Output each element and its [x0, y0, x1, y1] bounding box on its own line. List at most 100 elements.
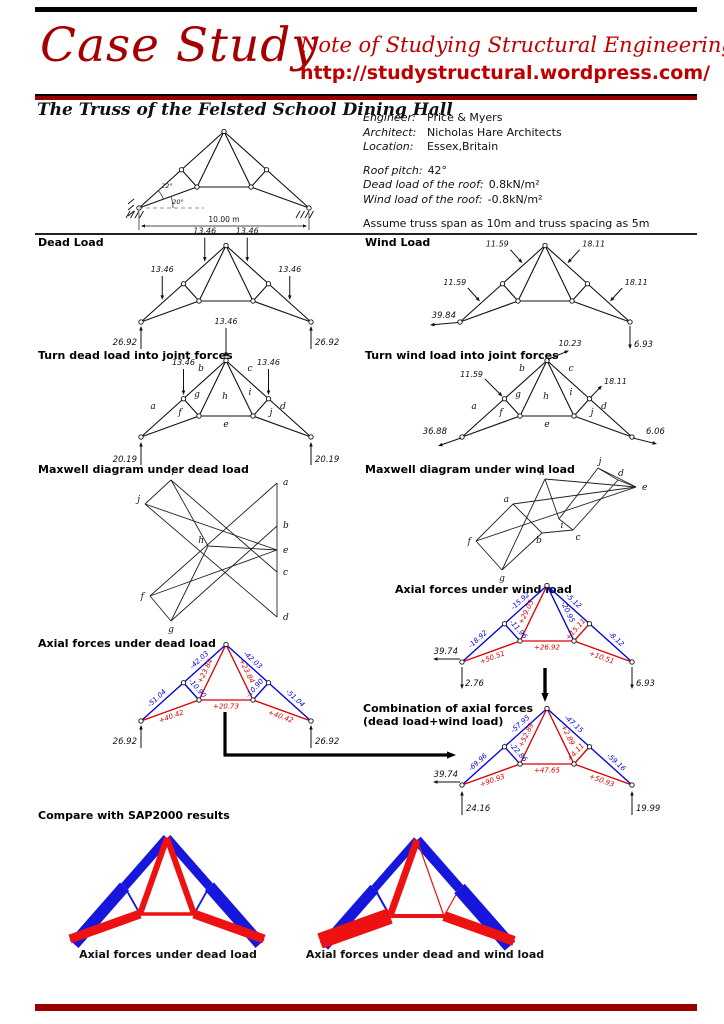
- svg-text:-51.04: -51.04: [284, 688, 306, 709]
- svg-text:e: e: [544, 420, 549, 430]
- section-maxwell-wind: Maxwell diagram under wind load: [365, 463, 575, 476]
- info-prop: Wind load of the roof:-0.8kN/m²: [363, 192, 543, 206]
- svg-text:10.00 m: 10.00 m: [208, 215, 239, 224]
- section-combination-line2: (dead load+wind load): [363, 715, 504, 728]
- svg-text:c: c: [247, 364, 252, 374]
- info-prop: Roof pitch:42°: [363, 163, 448, 177]
- svg-text:a: a: [504, 495, 509, 505]
- svg-text:b: b: [536, 536, 542, 546]
- svg-text:g: g: [168, 625, 174, 635]
- site-url-link[interactable]: http://studystructural.wordpress.com/: [300, 62, 711, 84]
- svg-text:b: b: [519, 364, 525, 374]
- svg-text:13.46: 13.46: [215, 317, 238, 326]
- svg-text:13.46: 13.46: [193, 227, 216, 236]
- brand-title: Case Study: [40, 18, 319, 73]
- svg-text:24.16: 24.16: [466, 804, 491, 814]
- svg-text:13.46: 13.46: [236, 227, 259, 236]
- svg-text:a: a: [283, 478, 288, 488]
- svg-text:6.93: 6.93: [636, 679, 655, 689]
- svg-text:6.06: 6.06: [646, 427, 666, 437]
- section-turn-wind: Turn wind load into joint forces: [365, 349, 559, 362]
- svg-text:b: b: [283, 521, 289, 531]
- svg-text:d: d: [283, 613, 289, 623]
- svg-text:26.92: 26.92: [113, 737, 137, 747]
- svg-text:d: d: [618, 469, 624, 479]
- section-wind-load: Wind Load: [365, 236, 431, 249]
- svg-text:g: g: [194, 390, 200, 400]
- svg-text:+90.93: +90.93: [479, 772, 506, 788]
- svg-text:i: i: [561, 521, 564, 531]
- section-combination-line1: Combination of axial forces: [363, 702, 534, 715]
- axial-wind-diagram: -18.92-15.92-5.12-8.12-11.96+15.11+29.05…: [433, 582, 655, 689]
- svg-text:20.19: 20.19: [315, 455, 339, 465]
- axial-dead-diagram: -51.04-42.03-42.03-51.04-10.90-10.90+23.…: [113, 641, 339, 748]
- bottom-rule: [35, 1004, 697, 1011]
- svg-text:j: j: [268, 408, 273, 418]
- svg-text:39.84: 39.84: [432, 311, 456, 321]
- svg-text:39.74: 39.74: [434, 770, 458, 780]
- header-rule: [35, 94, 697, 100]
- section-dead-load: Dead Load: [38, 236, 104, 249]
- svg-text:11.59: 11.59: [486, 240, 509, 249]
- svg-text:j: j: [135, 495, 140, 505]
- section-axial-wind: Axial forces under wind load: [395, 583, 572, 596]
- svg-text:19.99: 19.99: [636, 804, 660, 814]
- svg-text:26.92: 26.92: [315, 737, 339, 747]
- info-row: Engineer:Price & Myers: [363, 111, 503, 124]
- top-rule: [35, 7, 697, 12]
- sap-dead-diagram: [68, 835, 266, 948]
- section-compare-sap: Compare with SAP2000 results: [38, 809, 230, 822]
- info-row: Location:Essex,Britain: [363, 140, 499, 153]
- svg-text:26.92: 26.92: [113, 338, 137, 348]
- svg-text:39.74: 39.74: [434, 647, 458, 657]
- svg-text:f: f: [498, 408, 504, 418]
- svg-text:c: c: [283, 568, 288, 578]
- svg-text:13.46: 13.46: [257, 358, 280, 367]
- svg-text:h: h: [222, 392, 228, 402]
- page-title: The Truss of the Felsted School Dining H…: [37, 100, 453, 120]
- svg-text:j: j: [589, 408, 594, 418]
- sap-comb-caption: Axial forces under dead and wind load: [305, 948, 545, 961]
- svg-text:13.46: 13.46: [172, 358, 195, 367]
- svg-text:f: f: [467, 537, 473, 547]
- svg-text:13.46: 13.46: [278, 265, 301, 274]
- svg-text:i: i: [249, 388, 252, 398]
- intro-truss-diagram: 22°20°10.00 m: [125, 128, 314, 230]
- svg-text:e: e: [642, 483, 647, 493]
- svg-text:36.88: 36.88: [423, 427, 448, 437]
- assumption-note: Assume truss span as 10m and truss spaci…: [363, 217, 650, 230]
- svg-text:26.92: 26.92: [315, 338, 339, 348]
- svg-text:+26.92: +26.92: [534, 643, 560, 651]
- svg-text:h: h: [539, 468, 545, 478]
- info-row: Architect:Nicholas Hare Architects: [363, 125, 562, 139]
- svg-text:b: b: [198, 364, 204, 374]
- svg-text:18.11: 18.11: [625, 278, 648, 287]
- info-prop: Dead load of the roof:0.8kN/m²: [363, 178, 540, 191]
- section-rule: [35, 233, 697, 235]
- svg-text:c: c: [568, 364, 573, 374]
- svg-text:e: e: [283, 546, 288, 556]
- svg-text:i: i: [570, 388, 573, 398]
- svg-text:2.76: 2.76: [465, 679, 485, 689]
- svg-text:d: d: [601, 402, 607, 412]
- svg-text:a: a: [471, 402, 476, 412]
- svg-text:+47.65: +47.65: [534, 766, 560, 774]
- sap-dead-caption: Axial forces under dead load: [79, 948, 257, 961]
- svg-text:i: i: [172, 468, 175, 478]
- section-turn-dead: Turn dead load into joint forces: [38, 349, 233, 362]
- svg-text:11.59: 11.59: [443, 278, 466, 287]
- svg-text:+40.42: +40.42: [158, 708, 186, 725]
- svg-text:-8.12: -8.12: [607, 630, 626, 648]
- section-axial-dead: Axial forces under dead load: [38, 637, 216, 650]
- svg-text:e: e: [223, 420, 228, 430]
- svg-text:c: c: [575, 533, 580, 543]
- combination-diagram: -69.96-57.95-47.15-59.16-22.86+4.11+52.8…: [433, 705, 660, 815]
- svg-text:18.11: 18.11: [582, 240, 605, 249]
- svg-text:20°: 20°: [172, 198, 184, 206]
- svg-text:10.23: 10.23: [559, 339, 582, 348]
